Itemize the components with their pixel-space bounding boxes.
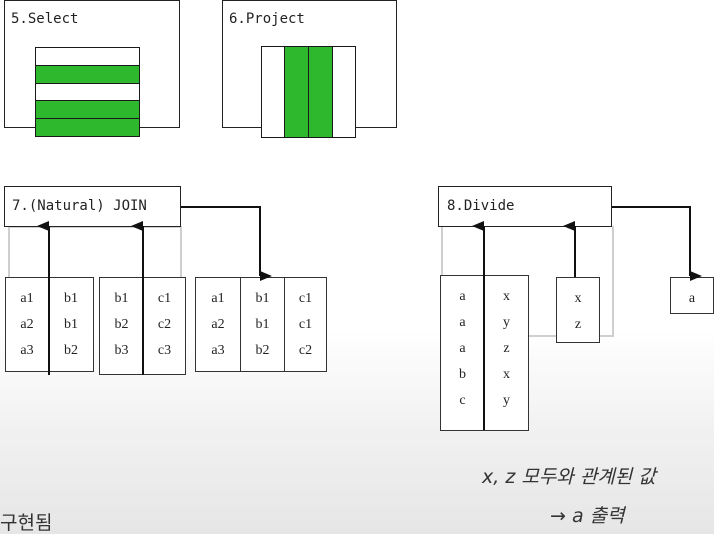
divide-title: 8.Divide: [447, 198, 515, 214]
divide-grey-line: [612, 226, 614, 336]
table-cell: z: [503, 341, 510, 356]
select-diagram: [35, 47, 140, 138]
join-grey-line: [8, 226, 10, 278]
join-title: 7.(Natural) JOIN: [12, 198, 147, 214]
table-cell: a3: [20, 343, 34, 358]
table-cell: x: [503, 289, 510, 304]
table-cell: b1: [64, 291, 78, 306]
table-cell: b1: [114, 291, 129, 306]
table-cell: b1: [255, 291, 270, 306]
divide-dividend-col-1: a a a b c: [440, 275, 485, 431]
join-result-col-b: b1 b1 b2: [240, 277, 285, 372]
table-cell: z: [574, 317, 582, 332]
table-cell: b2: [114, 317, 129, 332]
table-cell: a1: [211, 291, 225, 306]
table-cell: c1: [157, 291, 172, 306]
table-cell: a: [459, 341, 466, 356]
table-cell: a3: [211, 343, 225, 358]
table-cell: c1: [298, 291, 313, 306]
select-title: 5.Select: [11, 11, 79, 27]
join-table-1-col-a: a1 a2 a3: [5, 277, 49, 372]
table-cell: a2: [211, 317, 225, 332]
table-cell: b1: [255, 317, 270, 332]
divide-title-box: 8.Divide: [438, 186, 612, 227]
table-cell: a: [459, 289, 466, 304]
table-cell: b2: [64, 343, 78, 358]
divide-grey-line: [441, 226, 443, 276]
table-cell: c: [459, 393, 466, 408]
table-cell: a2: [20, 317, 34, 332]
table-cell: b3: [114, 343, 129, 358]
join-result-col-c: c1 c1 c2: [284, 277, 327, 372]
table-cell: y: [503, 315, 510, 330]
divide-explanation-line-1: x, z 모두와 관계된 값: [482, 466, 656, 488]
join-result-col-a: a1 a2 a3: [195, 277, 241, 372]
table-cell: x: [503, 367, 510, 382]
join-grey-line: [180, 226, 182, 278]
join-table-2-col-c: c1 c2 c3: [143, 277, 186, 375]
divide-arrow-out: [612, 206, 702, 281]
project-diagram: [261, 46, 356, 138]
table-cell: a: [688, 291, 696, 306]
divide-divisor-table: x z: [556, 277, 600, 343]
join-title-box: 7.(Natural) JOIN: [4, 186, 181, 227]
project-title: 6.Project: [229, 11, 305, 27]
join-grey-line: [8, 226, 182, 228]
table-cell: a: [459, 315, 466, 330]
left-caption-fragment: 구현됨: [0, 512, 53, 534]
table-cell: c2: [298, 343, 313, 358]
table-cell: x: [574, 291, 582, 306]
table-cell: a1: [20, 291, 34, 306]
project-column-unselected: [332, 46, 356, 138]
join-table-1-col-b: b1 b1 b2: [48, 277, 94, 372]
table-cell: y: [503, 393, 510, 408]
divide-explanation-line-2: → a 출력: [550, 505, 625, 527]
join-arrow-out: [181, 206, 272, 281]
table-cell: b: [459, 367, 466, 382]
table-cell: c3: [157, 343, 172, 358]
table-cell: b2: [255, 343, 270, 358]
select-row-selected: [35, 118, 140, 137]
table-cell: c1: [298, 317, 313, 332]
table-cell: c2: [157, 317, 172, 332]
table-cell: b1: [64, 317, 78, 332]
